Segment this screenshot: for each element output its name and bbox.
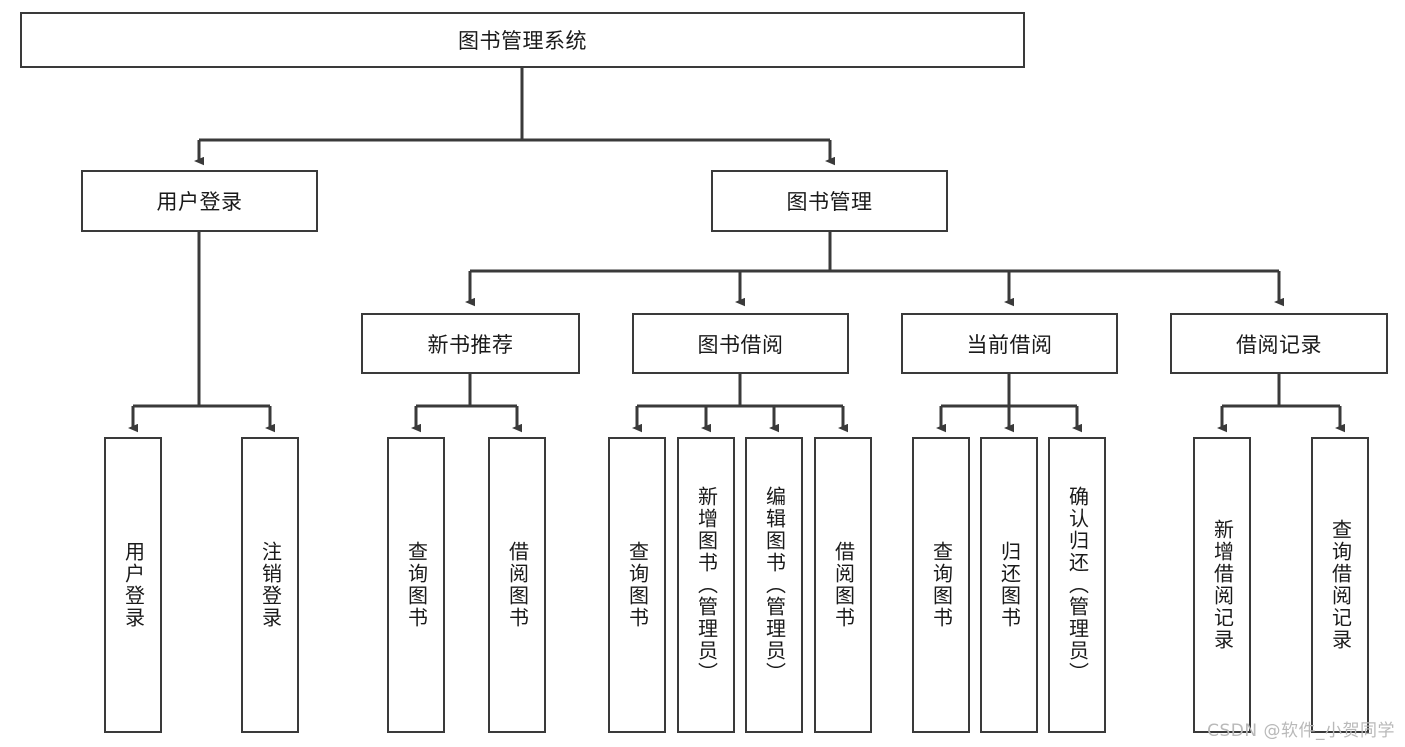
node-leaf-query-book-3-label: 查询图书: [929, 541, 954, 629]
node-user-login-label: 用户登录: [156, 190, 243, 214]
node-leaf-query-book-2-label: 查询图书: [625, 541, 650, 629]
node-leaf-borrow-book-1[interactable]: 借阅图书: [488, 437, 546, 733]
node-leaf-add-book-label: 新增图书（管理员）: [694, 486, 719, 684]
node-root[interactable]: 图书管理系统: [20, 12, 1025, 68]
node-leaf-edit-book[interactable]: 编辑图书（管理员）: [745, 437, 803, 733]
node-leaf-borrow-book-2-label: 借阅图书: [831, 541, 856, 629]
node-leaf-return-book-label: 归还图书: [997, 541, 1022, 629]
node-leaf-query-record-label: 查询借阅记录: [1328, 519, 1353, 651]
node-borrow-record-label: 借阅记录: [1236, 332, 1322, 357]
node-leaf-borrow-book-2[interactable]: 借阅图书: [814, 437, 872, 733]
node-leaf-add-book[interactable]: 新增图书（管理员）: [677, 437, 735, 733]
node-leaf-confirm-return[interactable]: 确认归还（管理员）: [1048, 437, 1106, 733]
node-leaf-add-record-label: 新增借阅记录: [1210, 519, 1235, 651]
node-book-management-label: 图书管理: [786, 190, 873, 214]
node-leaf-return-book[interactable]: 归还图书: [980, 437, 1038, 733]
node-book-management[interactable]: 图书管理: [711, 170, 948, 232]
node-leaf-query-book-1[interactable]: 查询图书: [387, 437, 445, 733]
node-new-book-recommend-label: 新书推荐: [427, 332, 514, 357]
node-leaf-borrow-book-1-label: 借阅图书: [505, 541, 530, 629]
node-leaf-user-logout[interactable]: 注销登录: [241, 437, 299, 733]
node-leaf-query-record[interactable]: 查询借阅记录: [1311, 437, 1369, 733]
node-leaf-query-book-3[interactable]: 查询图书: [912, 437, 970, 733]
node-root-label: 图书管理系统: [458, 29, 587, 53]
node-leaf-edit-book-label: 编辑图书（管理员）: [762, 486, 787, 684]
node-book-borrow[interactable]: 图书借阅: [632, 313, 849, 374]
node-leaf-user-login[interactable]: 用户登录: [104, 437, 162, 733]
node-leaf-confirm-return-label: 确认归还（管理员）: [1065, 486, 1090, 684]
node-leaf-add-record[interactable]: 新增借阅记录: [1193, 437, 1251, 733]
node-current-borrow[interactable]: 当前借阅: [901, 313, 1118, 374]
node-leaf-query-book-1-label: 查询图书: [404, 541, 429, 629]
node-leaf-user-login-label: 用户登录: [121, 541, 146, 629]
node-leaf-user-logout-label: 注销登录: [258, 541, 283, 629]
node-current-borrow-label: 当前借阅: [966, 332, 1053, 357]
node-new-book-recommend[interactable]: 新书推荐: [361, 313, 580, 374]
node-leaf-query-book-2[interactable]: 查询图书: [608, 437, 666, 733]
node-borrow-record[interactable]: 借阅记录: [1170, 313, 1388, 374]
node-book-borrow-label: 图书借阅: [697, 332, 784, 357]
node-user-login[interactable]: 用户登录: [81, 170, 318, 232]
